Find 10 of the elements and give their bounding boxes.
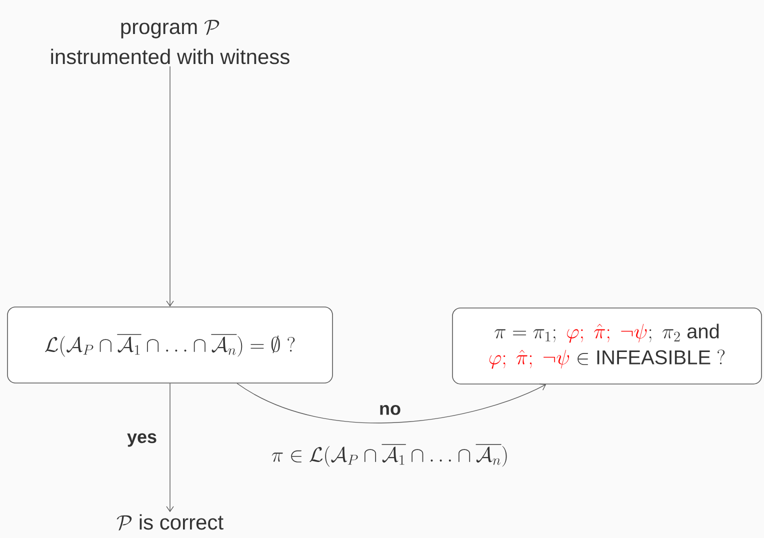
arrow bbox=[236, 383, 546, 424]
decision-box: $\mathcal{L}(\mathcal{A}_P \cap \overline{\mathcal{A}_1} \cap \ldots \cap \overline{\mathcal{A}_n}) = \emptyset\ ?$ bbox=[7, 306, 333, 384]
arrow bbox=[166, 66, 174, 307]
edge-label: yes bbox=[127, 433, 156, 447]
edge-label: no bbox=[380, 405, 400, 415]
arrow bbox=[166, 383, 174, 512]
result-text: $\mathcal{P}\text{ is correct}$ bbox=[116, 514, 224, 531]
decision-box: $\pi = \pi_1;\ \textcolor{red}{\varphi;\ \hat{\pi};\ \neg\psi};\ \pi_2\ \text{and}$ $\textcolor{red}{\varphi;\ \hat{\pi};\ \neg\psi} \in \mathrm{INFEASIBLE}\ ?$ bbox=[452, 308, 762, 384]
input-text: $\text{program }\mathcal{P}$ instrumented with witness bbox=[51, 20, 290, 64]
formula-label: $\pi \in \mathcal{L}(\mathcal{A}_P \cap \overline{\mathcal{A}_1} \cap \ldots \cap \overline{\mathcal{A}_n})$ bbox=[272, 444, 507, 467]
